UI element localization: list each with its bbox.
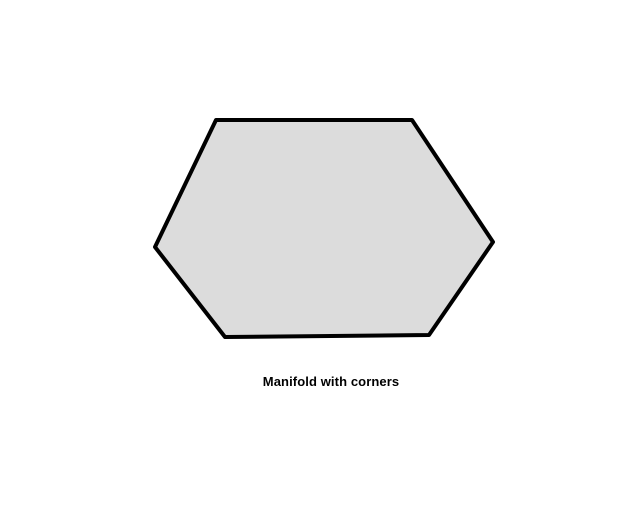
diagram-caption: Manifold with corners (262, 374, 400, 389)
manifold-shape (153, 118, 495, 339)
